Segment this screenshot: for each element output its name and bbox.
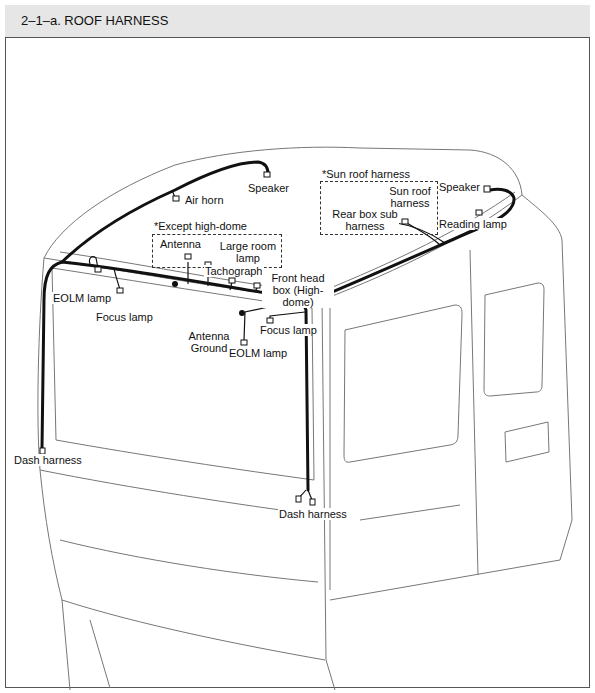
part-label: Sun roof harness — [385, 185, 435, 209]
part-label: Air horn — [184, 194, 225, 206]
option-heading: *Sun roof harness — [321, 168, 411, 180]
part-label: Dash harness — [278, 508, 348, 520]
ground-points — [172, 281, 245, 316]
part-label: Dash harness — [13, 454, 83, 466]
title-bar: 2–1–a. ROOF HARNESS — [5, 5, 590, 38]
dashed-option-box: *Except high-domeAntennaLarge room lamp — [152, 234, 282, 268]
cab-outline — [38, 147, 572, 690]
frame — [6, 6, 590, 688]
part-label: Focus lamp — [259, 324, 318, 336]
part-label: EOLM lamp — [228, 347, 288, 359]
title-text: 2–1–a. ROOF HARNESS — [21, 13, 168, 28]
connector-ends — [40, 172, 490, 505]
part-label: Speaker — [438, 181, 481, 193]
part-label: Antenna Ground — [186, 330, 232, 354]
part-label: Focus lamp — [95, 311, 154, 323]
dashed-option-box: *Sun roof harnessSun roof harnessRear bo… — [320, 181, 438, 235]
option-heading: *Except high-dome — [153, 220, 248, 232]
part-label: Front head box (High-dome) — [262, 272, 334, 308]
part-label: EOLM lamp — [52, 292, 112, 304]
roof-harness-wire — [42, 162, 514, 490]
part-label: Reading lamp — [438, 218, 508, 230]
branch-wires — [42, 190, 490, 500]
part-label: Rear box sub harness — [331, 208, 399, 232]
part-label: Large room lamp — [217, 240, 279, 264]
part-label: Speaker — [247, 182, 290, 194]
part-label: Tachograph — [204, 265, 264, 277]
part-label: Antenna — [159, 238, 202, 250]
